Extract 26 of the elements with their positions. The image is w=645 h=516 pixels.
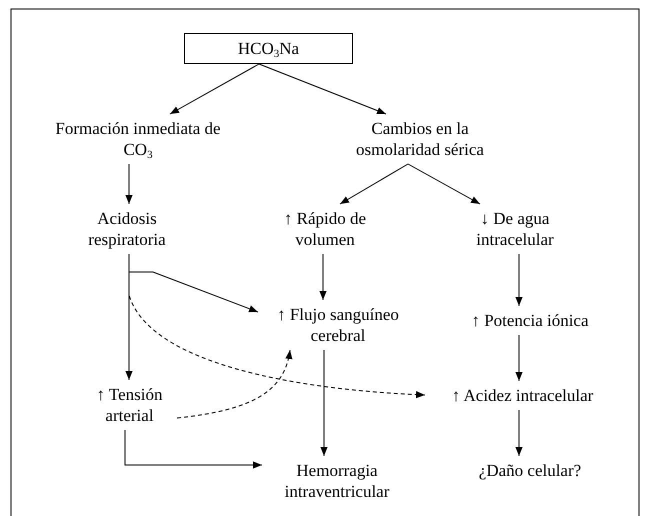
arrow <box>170 64 260 114</box>
arrow <box>125 164 133 204</box>
arrow <box>340 164 408 204</box>
arrow <box>258 64 386 114</box>
arrow <box>124 430 262 469</box>
node-label: ↑ Flujo sanguíneo cerebral <box>276 304 400 346</box>
arrow <box>515 254 523 306</box>
node-label: ↑ Rápido de volumen <box>282 208 368 250</box>
arrow <box>176 350 292 418</box>
arrow <box>320 350 328 456</box>
arrow <box>319 254 327 300</box>
node-label: ↑ Tensión arterial <box>95 384 164 426</box>
arrow <box>515 410 523 456</box>
arrow <box>515 334 523 382</box>
node-label: Hemorragia intraventricular <box>284 460 390 502</box>
arrow <box>408 164 480 204</box>
process-box <box>184 33 353 64</box>
node-label: ↑ Potencia iónica <box>470 310 590 331</box>
node-label: ↑ Acidez intracelular <box>450 385 594 406</box>
node-label: ¿Daño celular? <box>478 460 582 481</box>
arrow <box>128 254 426 398</box>
node-label: Acidosis respiratoria <box>87 208 167 250</box>
node-label: ↓ De agua intracelular <box>475 208 555 250</box>
node-label: Cambios en la osmolaridad sérica <box>355 118 485 160</box>
node-label: HCO$_{3}$Na <box>236 38 300 59</box>
node-label: Formación inmediata de CO$_{3}$ <box>54 118 222 160</box>
